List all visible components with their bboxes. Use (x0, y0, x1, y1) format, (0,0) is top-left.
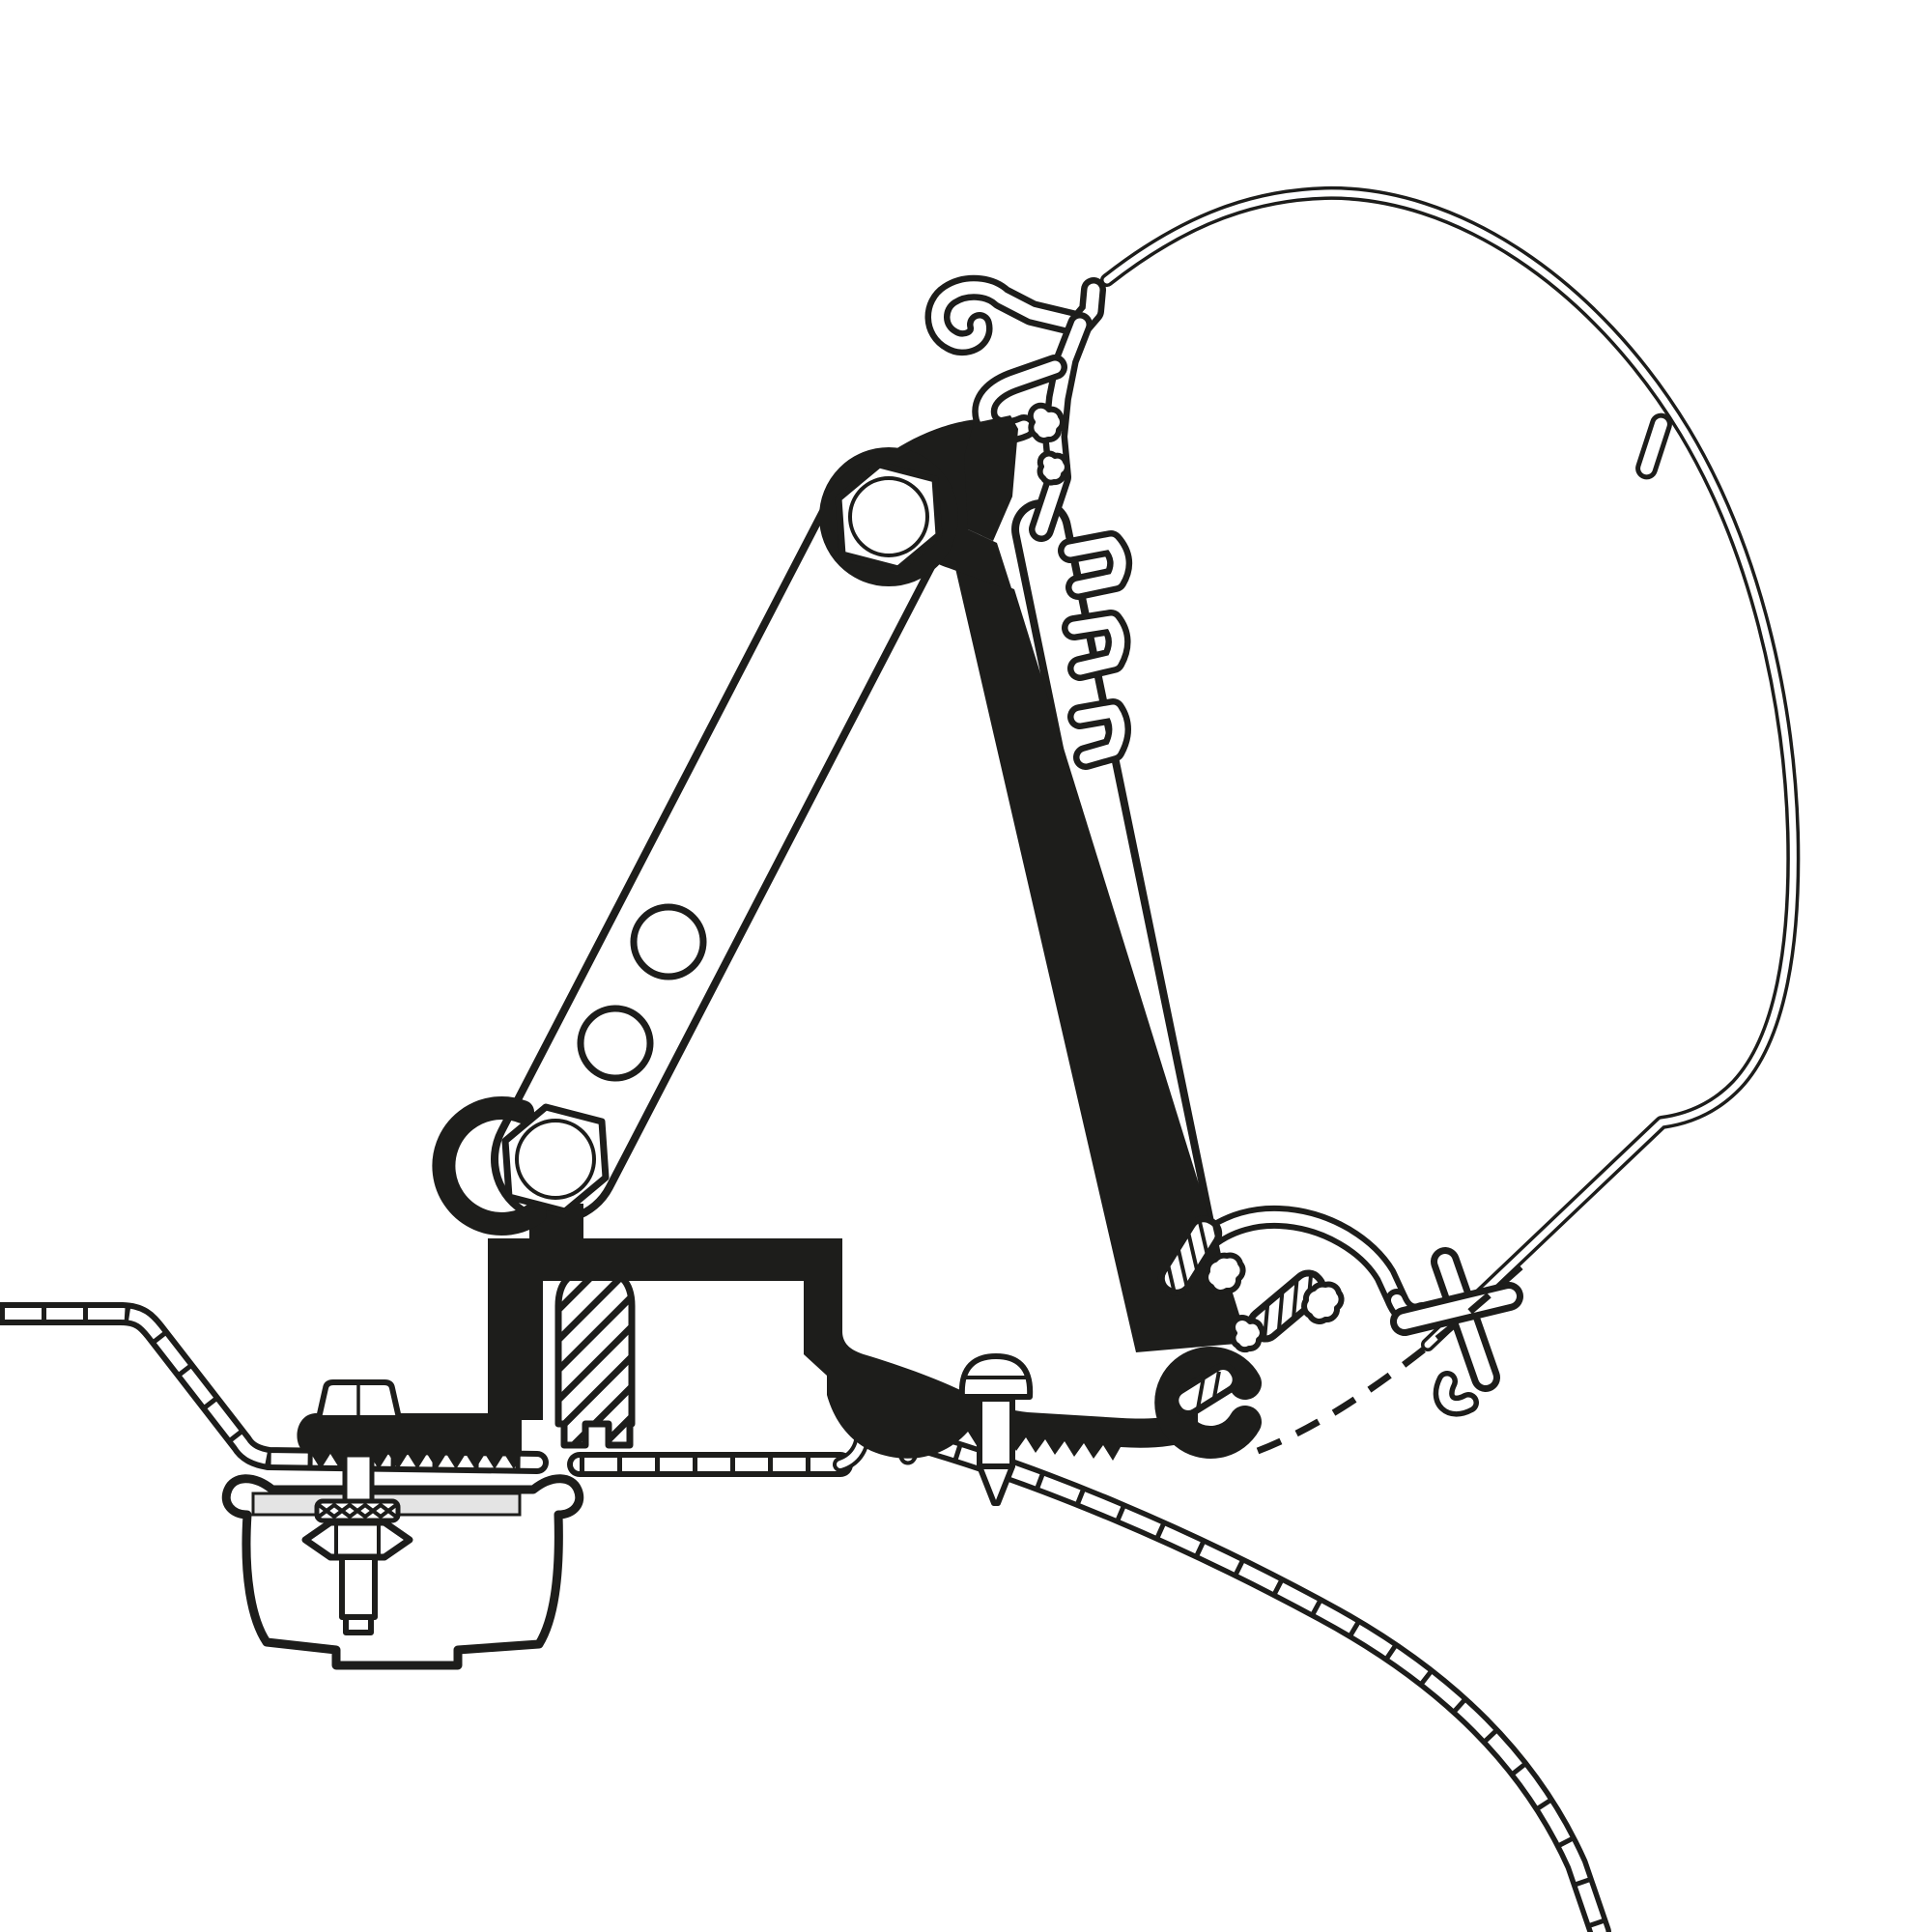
hex-bolt-lower (501, 1103, 610, 1215)
adapter-tongue (964, 415, 1018, 541)
adapter-strut (954, 564, 1248, 1352)
arm-adjustment-hole (577, 1005, 654, 1082)
awning-cassette-outline (1107, 193, 1793, 1345)
rail-fixing-screws (1157, 1215, 1345, 1353)
bolt-shaft (342, 1452, 375, 1504)
lower-bolt-ring (432, 1096, 547, 1236)
adjustable-mounting-arm (555, 517, 889, 1159)
thread-cloud (1301, 1281, 1345, 1324)
thread-cloud (1230, 1315, 1265, 1353)
adapter-bracket (297, 415, 1262, 1469)
reinforcement-cup (221, 1474, 584, 1670)
self-tapping-screw (958, 1353, 1034, 1506)
spring-washer (314, 1498, 401, 1523)
arm-adjustment-hole (630, 903, 707, 980)
spacer-block (554, 1265, 636, 1449)
upper-bolt-ring (819, 447, 958, 586)
cassette-notch (1635, 412, 1672, 480)
thread-cloud (1203, 1252, 1246, 1295)
roof-clamp-bolt (301, 1379, 413, 1635)
motion-guide-dashed-line (1256, 1255, 1534, 1455)
rail-top-thread-clouds (1027, 402, 1070, 486)
clamped-rail-rod (1172, 1362, 1239, 1418)
threaded-shank (339, 1554, 378, 1620)
flange-nut (301, 1519, 413, 1561)
hex-bolt-upper (835, 461, 943, 573)
adapter-box-profile (488, 1238, 1198, 1461)
shank-tip (343, 1614, 374, 1635)
